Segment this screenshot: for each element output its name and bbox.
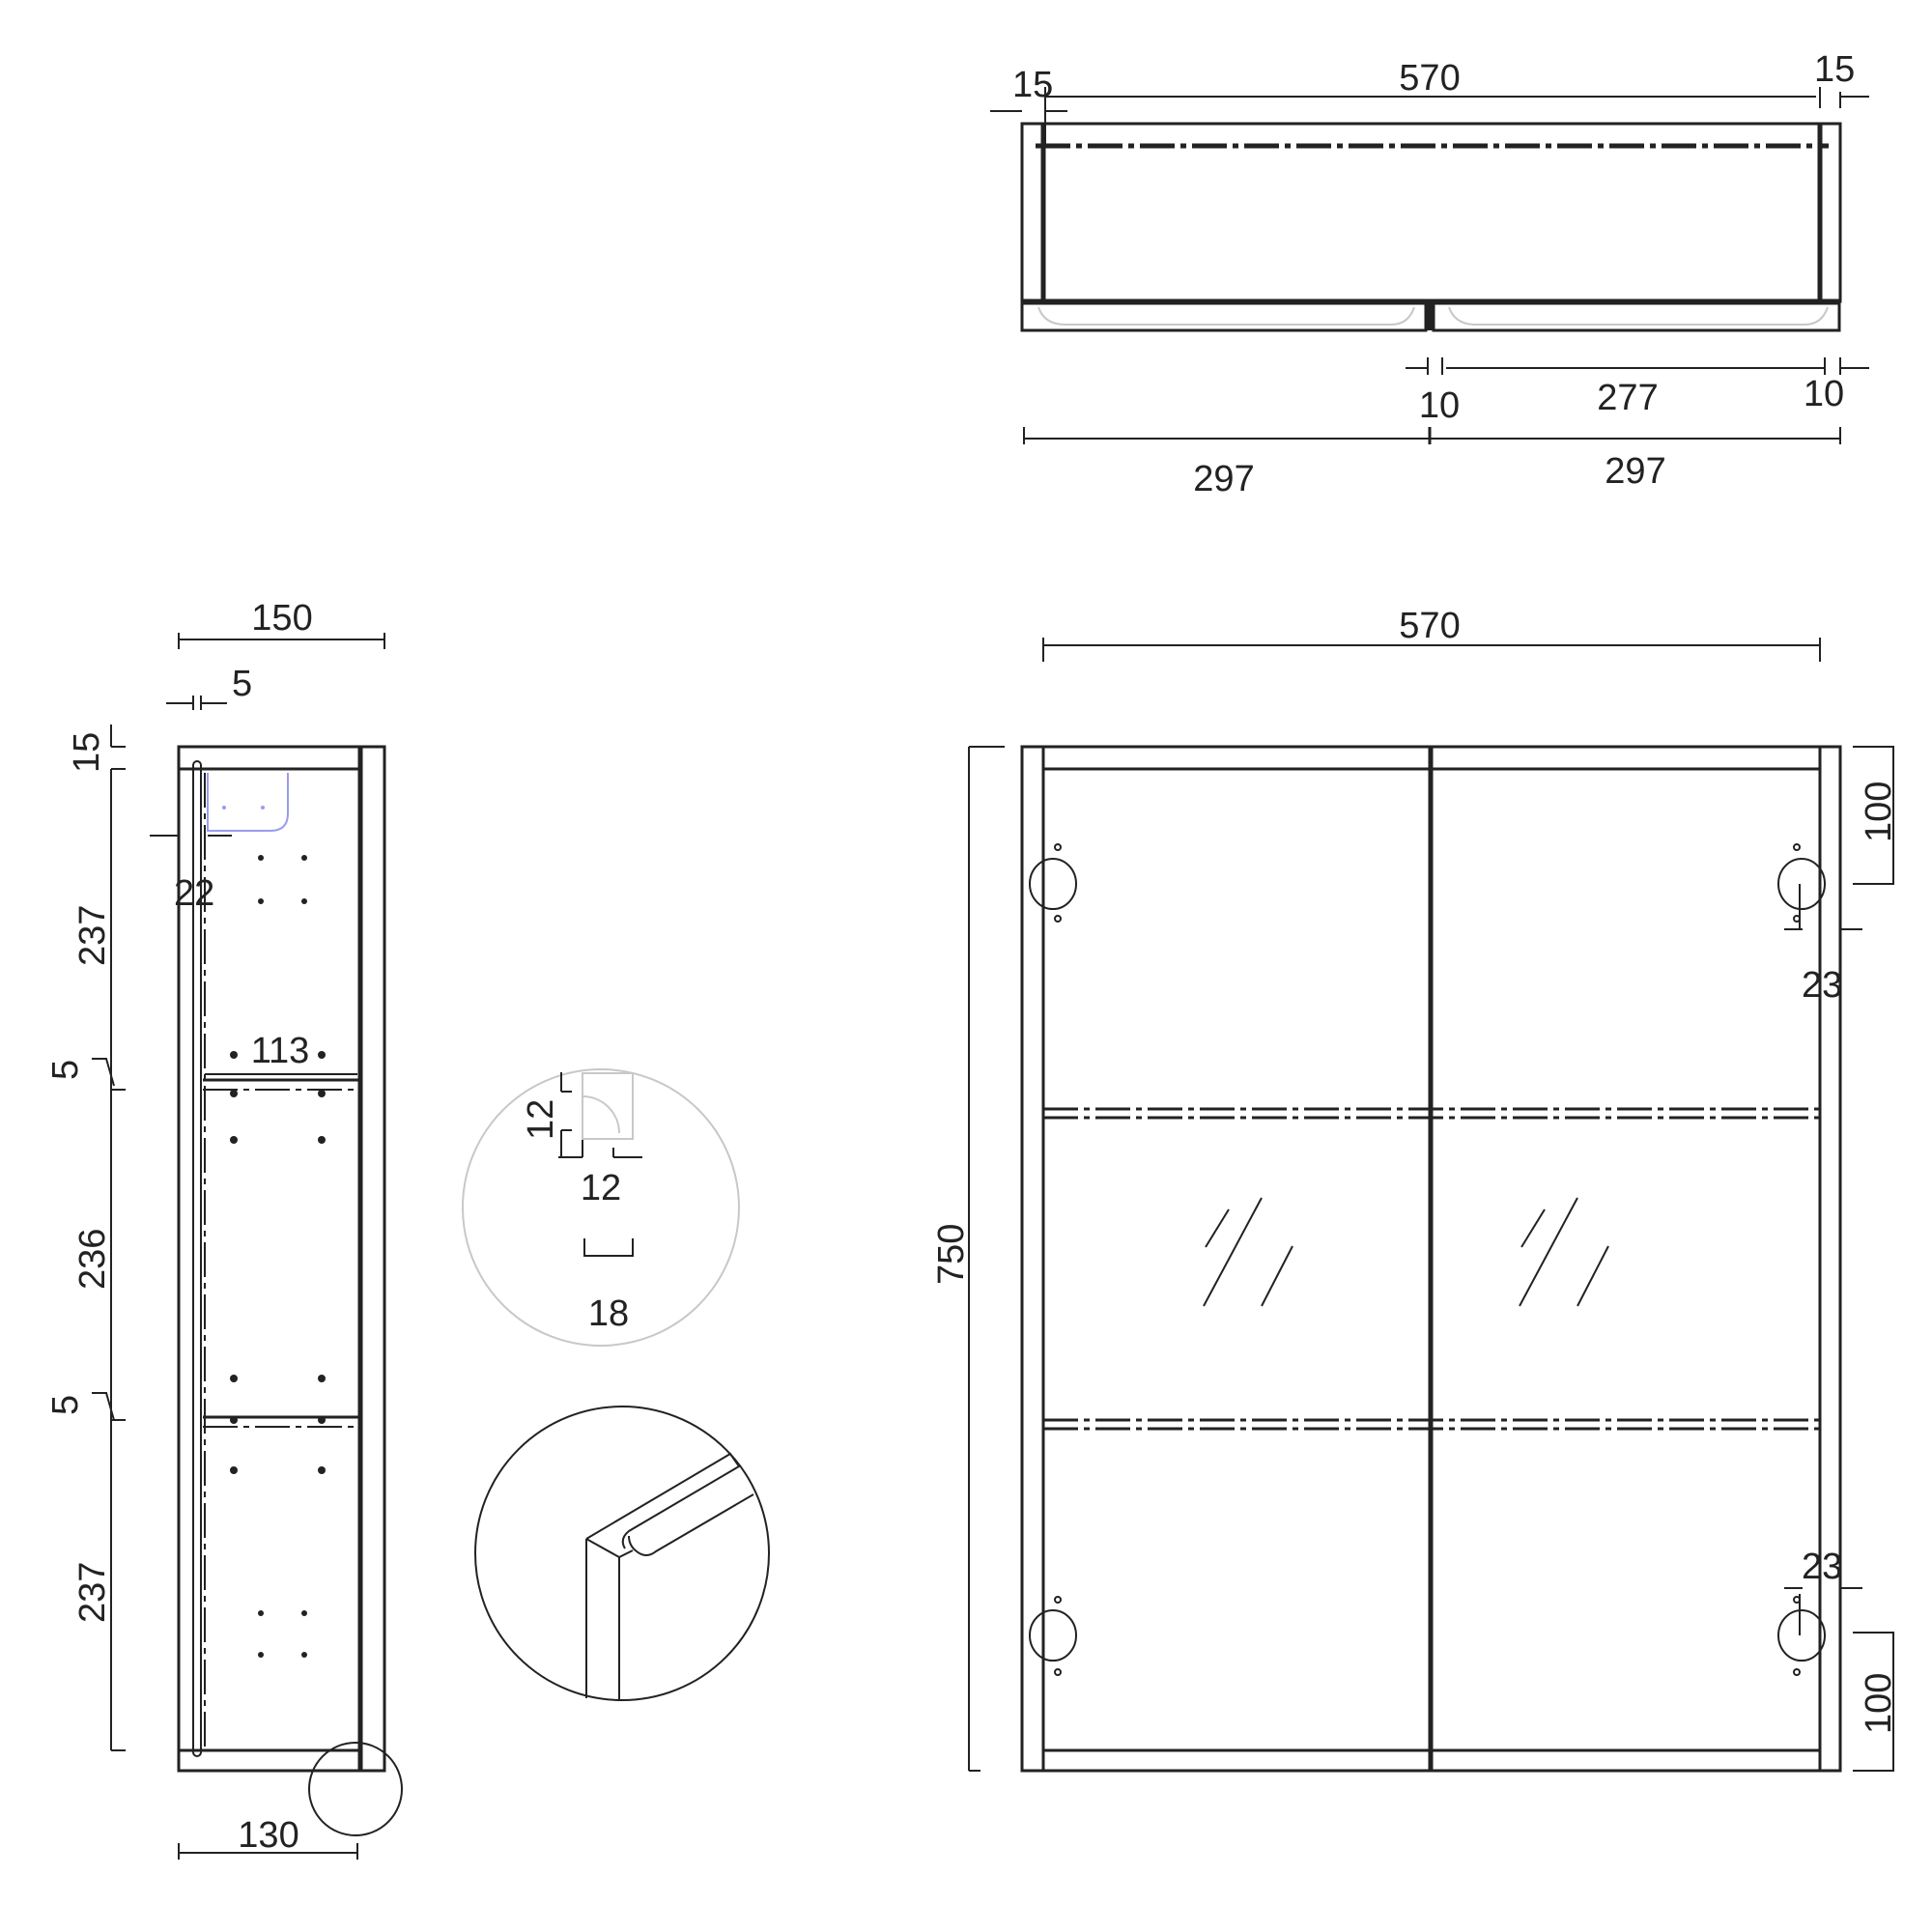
hinge-top-left	[1029, 843, 1077, 923]
side-back-inset-label: 22	[174, 873, 214, 914]
front-view: 570 750 100 100 23 23	[931, 606, 1899, 1773]
hinge-top-right	[1777, 843, 1826, 929]
side-inner-depth-label: 130	[238, 1815, 298, 1856]
front-width-label: 570	[1399, 606, 1460, 646]
side-shelf1-5-label: 5	[45, 1060, 86, 1080]
panel-thickness-label: 18	[588, 1293, 629, 1334]
detail-groove: 12 12 18	[462, 1068, 740, 1347]
groove-height-label: 12	[521, 1099, 561, 1140]
side-shelf2-5-label: 5	[45, 1395, 86, 1415]
side-depth-label: 150	[251, 598, 312, 639]
glass-hatch-left	[1203, 1197, 1293, 1307]
side-upper-237-label: 237	[72, 905, 113, 966]
top-view: 570 15 15 10 277 10 297 297	[990, 49, 1869, 499]
glass-hatch-right	[1519, 1197, 1609, 1307]
groove-width-label: 12	[581, 1168, 621, 1208]
top-left-door-label: 297	[1193, 459, 1254, 499]
detail-corner-3d	[474, 1406, 770, 1701]
top-right-door-label: 297	[1605, 451, 1665, 492]
hinge-bottom-offset-label: 100	[1859, 1673, 1899, 1734]
top-right-15-label: 15	[1814, 49, 1855, 90]
top-left-15-label: 15	[1012, 65, 1053, 105]
hinge-top-offset-label: 100	[1859, 781, 1899, 842]
side-view: 150 5 15 237 5 236 5 237 22 113 130	[45, 598, 403, 1860]
side-shelf-depth-label: 113	[251, 1031, 310, 1071]
front-height-label: 750	[931, 1224, 972, 1285]
side-back-5-label: 5	[232, 664, 252, 704]
top-right-gap-label: 10	[1804, 374, 1844, 414]
side-top-15-label: 15	[67, 732, 107, 773]
hinge-edge-bottom-label: 23	[1802, 1547, 1842, 1587]
top-center-gap-label: 10	[1419, 385, 1460, 426]
detail-callout-circle	[308, 1742, 403, 1836]
side-middle-236-label: 236	[72, 1229, 113, 1290]
hinge-bottom-right	[1777, 1594, 1826, 1676]
top-width-label: 570	[1399, 58, 1460, 99]
hinge-bottom-left	[1029, 1596, 1077, 1676]
top-door-inner-label: 277	[1597, 378, 1658, 418]
hinge-edge-top-label: 23	[1802, 965, 1842, 1006]
side-lower-237-label: 237	[72, 1562, 113, 1623]
